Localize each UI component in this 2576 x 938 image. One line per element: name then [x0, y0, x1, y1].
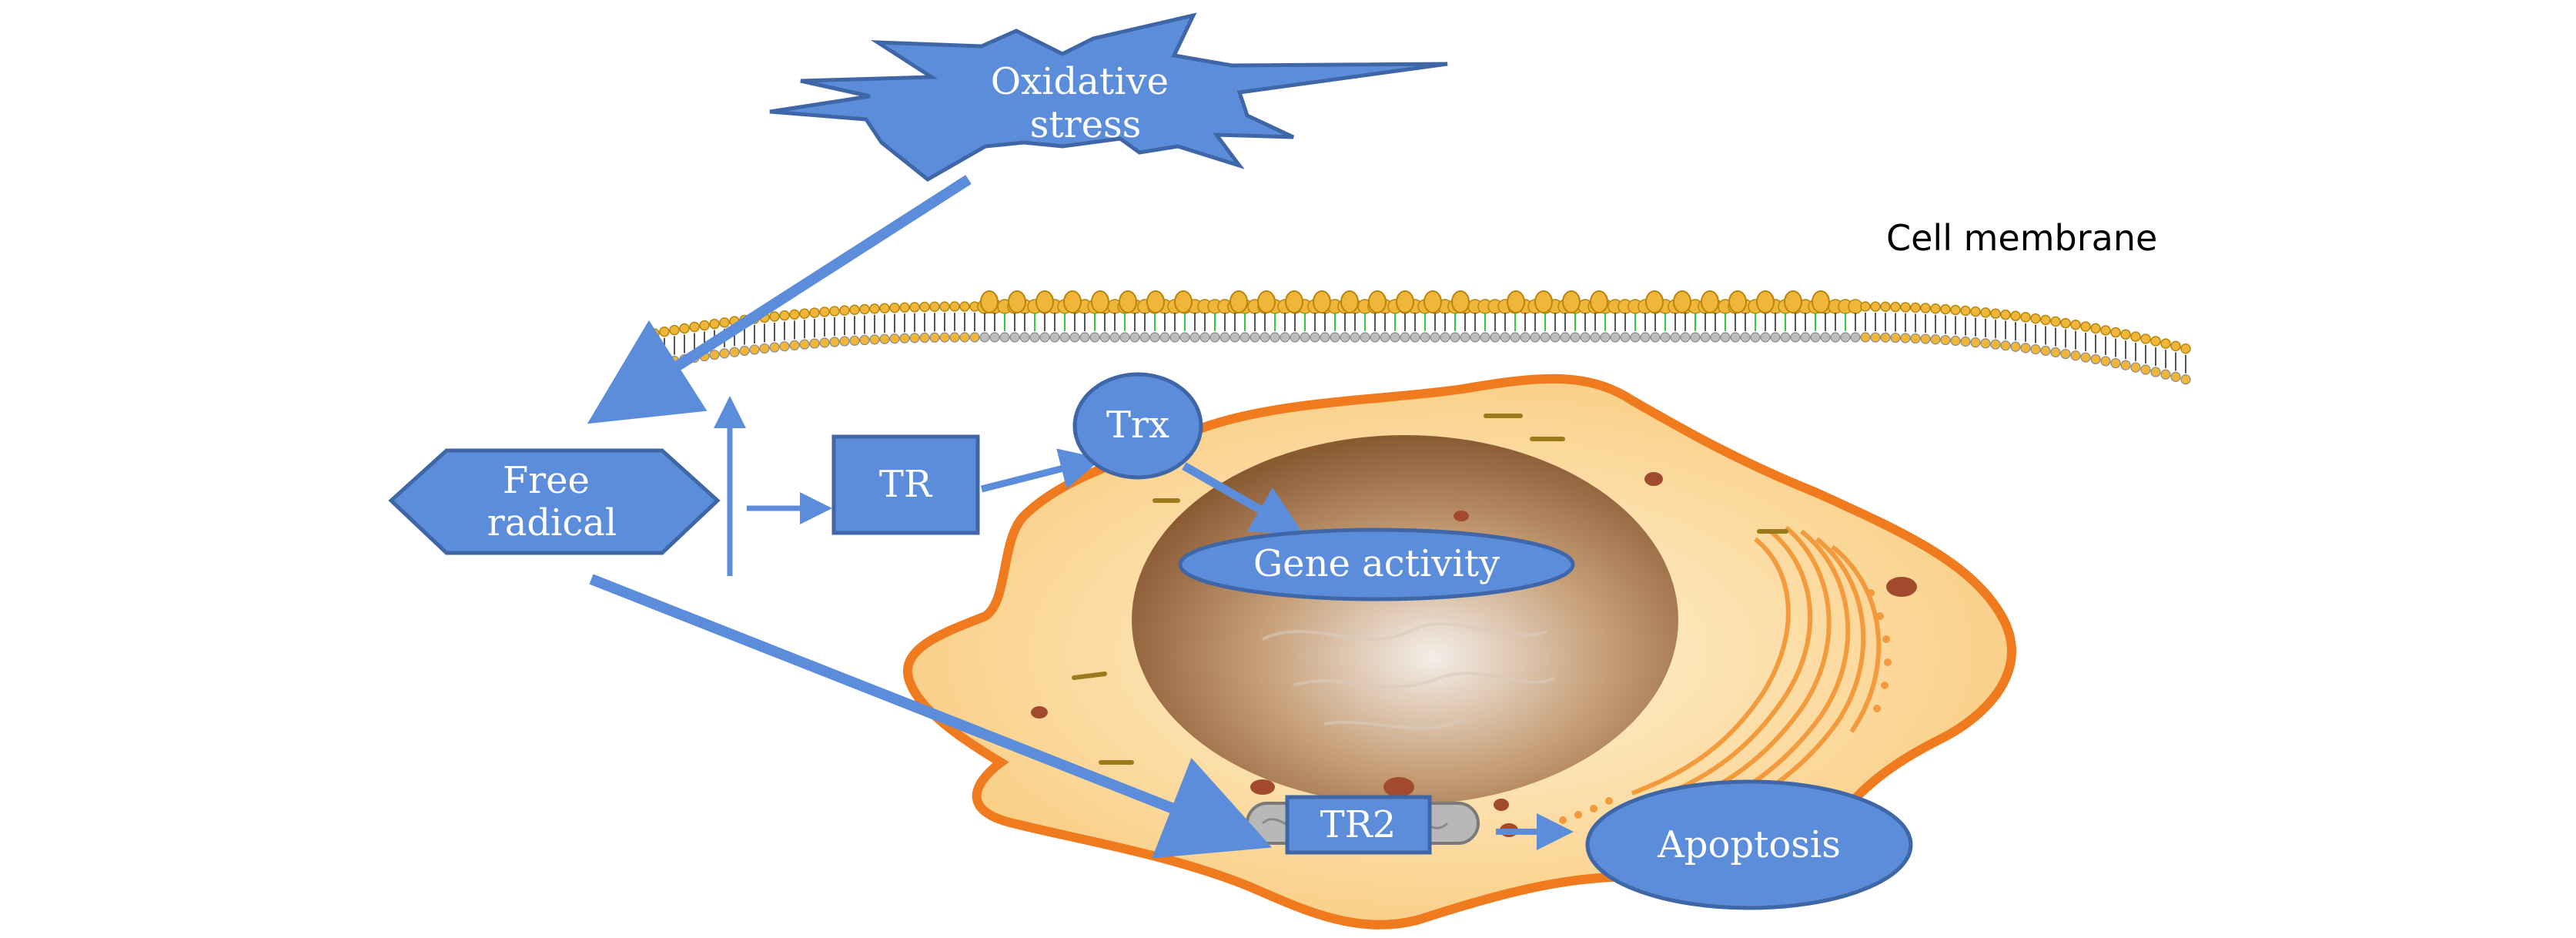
- gene-activity-node: Gene activity: [1178, 528, 1575, 601]
- gene-activity-label: Gene activity: [1253, 542, 1500, 585]
- oxidative-stress-burst: [769, 12, 1448, 183]
- nucleus: [1132, 435, 1678, 805]
- free-radical-line1: Free: [503, 459, 590, 502]
- cell-membrane: [649, 290, 2191, 385]
- tr-label: TR: [879, 463, 933, 506]
- oxidative-stress-label: Oxidative stress: [991, 60, 1181, 146]
- arrow-trx-to-gene: [1182, 462, 1304, 535]
- trx-label: Trx: [1106, 404, 1169, 447]
- arrows: [587, 175, 1574, 859]
- oxidative-stress-line2: stress: [1030, 103, 1142, 146]
- tr-box: [831, 434, 980, 535]
- free-radical-label: Free radical: [487, 459, 617, 544]
- free-radical-node: Free radical: [388, 448, 721, 555]
- oxidative-stress-node: Oxidative stress: [769, 12, 1448, 183]
- tr-node: TR: [831, 434, 980, 535]
- free-radical-line2: radical: [487, 501, 617, 544]
- arrow-tr-to-trx: [980, 448, 1102, 493]
- oxidative-stress-line1: Oxidative: [991, 60, 1169, 103]
- organelle-dashes: [1072, 414, 1788, 765]
- apoptosis-ellipse: [1585, 779, 1913, 910]
- free-radical-hexagon: [388, 448, 721, 555]
- trx-node: Trx: [1072, 372, 1203, 480]
- apoptosis-label: Apoptosis: [1657, 823, 1841, 866]
- trx-ellipse: [1072, 372, 1203, 480]
- tr2-label: TR2: [1320, 803, 1397, 846]
- gene-activity-ellipse: [1178, 528, 1575, 601]
- apoptosis-node: Apoptosis: [1585, 779, 1913, 910]
- arrow-oxidative-to-radical: [587, 175, 972, 424]
- arrow-radical-to-tr2: [589, 574, 1273, 859]
- tr2-box: [1285, 795, 1432, 855]
- tr2-node: TR2: [1285, 795, 1432, 855]
- cell-membrane-label: Cell membrane: [1886, 217, 2157, 259]
